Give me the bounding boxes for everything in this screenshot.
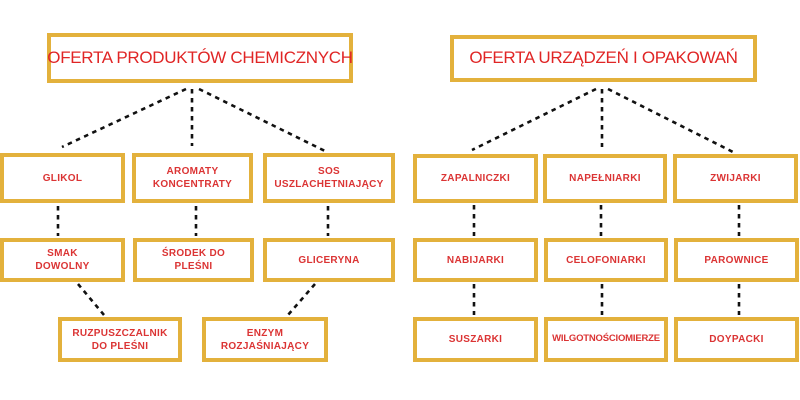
node-smak-dowolny: SMAK DOWOLNY	[0, 238, 125, 282]
node-enzym-rozjasniajacy: ENZYM ROZJAŚNIAJĄCY	[202, 317, 328, 362]
node-srodek-do-plesni: ŚRODEK DO PLEŚNI	[133, 238, 254, 282]
node-aromaty-koncentraty: AROMATY KONCENTRATY	[132, 153, 253, 203]
node-gliceryna: GLICERYNA	[263, 238, 395, 282]
connector-line	[61, 87, 187, 149]
node-doypacki: DOYPACKI	[674, 317, 799, 362]
connector-line	[198, 87, 328, 154]
title-devices-packaging: OFERTA URZĄDZEŃ I OPAKOWAŃ	[450, 35, 757, 82]
node-wilgotnosciomierze: WILGOTNOŚCIOMIERZE	[544, 317, 668, 362]
connector-line	[77, 283, 105, 316]
node-nabijarki: NABIJARKI	[413, 238, 538, 282]
connector-line	[287, 283, 316, 316]
node-napelniarki: NAPEŁNIARKI	[543, 154, 667, 203]
node-glikol: GLIKOL	[0, 153, 125, 203]
node-zwijarki: ZWIJARKI	[673, 154, 798, 203]
node-ruzpuszczalnik-do-plesni: RUZPUSZCZALNIK DO PLEŚNI	[58, 317, 182, 362]
node-sos-uszlachetniajacy: SOS USZLACHETNIAJĄCY	[263, 153, 395, 203]
node-zapalniczki: ZAPALNICZKI	[413, 154, 538, 203]
node-celofoniarki: CELOFONIARKI	[544, 238, 668, 282]
connector-line	[607, 87, 736, 155]
node-suszarki: SUSZARKI	[413, 317, 538, 362]
connector-line	[471, 87, 597, 152]
node-parownice: PAROWNICE	[674, 238, 799, 282]
title-chemical-products: OFERTA PRODUKTÓW CHEMICZNYCH	[47, 33, 353, 83]
